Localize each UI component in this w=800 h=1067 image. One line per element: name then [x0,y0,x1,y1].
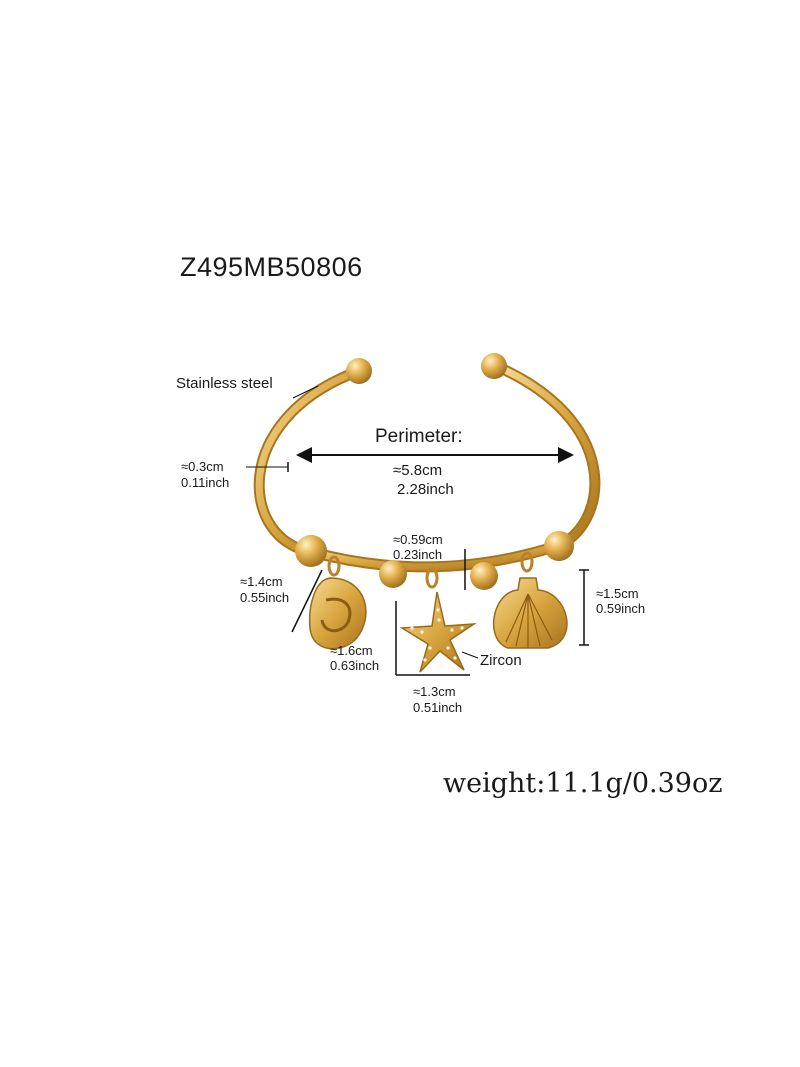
bead [470,562,498,590]
cowrie-cm: ≈1.4cm [240,574,283,589]
bead [295,535,327,567]
scallop-cm: ≈1.5cm [596,586,639,601]
dimension-lines [246,385,589,676]
bead [544,531,574,561]
cowrie-shell-charm [308,577,367,650]
product-sku: Z495MB50806 [180,252,363,282]
weight-label: weight:11.1g/0.39oz [443,768,723,799]
bead [379,560,407,588]
perimeter-inch: 2.28inch [397,481,454,498]
end-ball-right [481,353,507,379]
bead-gap-cm: ≈0.59cm [393,532,443,547]
wire-cm: ≈0.3cm [181,459,224,474]
material-label: Stainless steel [176,375,273,392]
starfish-width-cm: ≈1.3cm [413,684,456,699]
perimeter-label: Perimeter: [375,426,463,447]
perimeter-cm: ≈5.8cm [393,462,443,479]
scallop-inch: 0.59inch [596,601,646,616]
starfish-height-inch: 0.63inch [330,658,380,673]
starfish-height-cm: ≈1.6cm [330,643,373,658]
cowrie-inch: 0.55inch [240,590,290,605]
scallop-shell-charm [493,577,568,649]
zircon-label: Zircon [480,652,522,669]
starfish-charm [399,591,477,673]
wire-inch: 0.11inch [181,475,230,490]
starfish-width-inch: 0.51inch [413,700,463,715]
end-ball-left [346,358,372,384]
bead-gap-inch: 0.23inch [393,547,443,562]
